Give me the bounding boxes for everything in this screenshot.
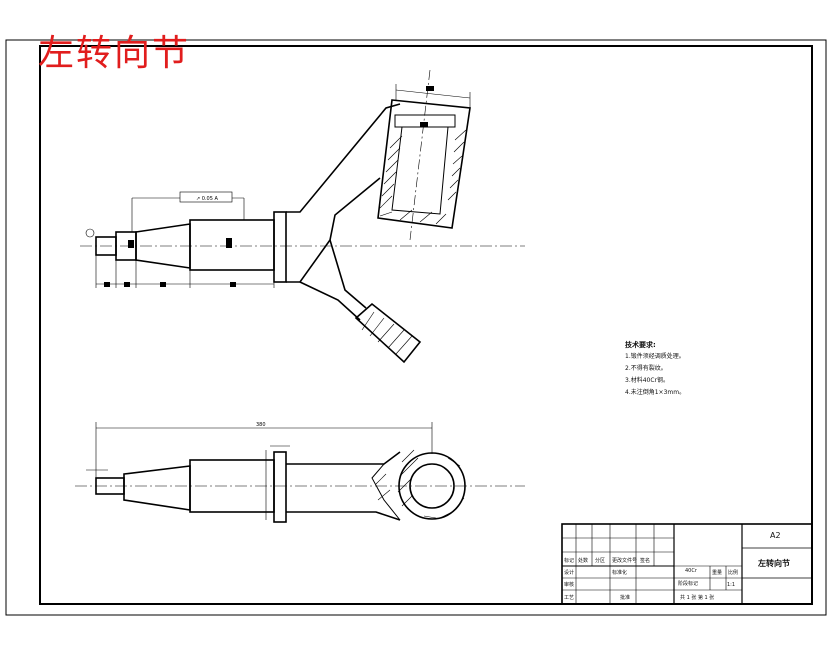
taper-callout: ↗ 0.05 A (196, 196, 219, 202)
technical-requirements: 技术要求: 1.锻件须经调质处理。 2.不得有裂纹。 3.材料40Cr钢。 4.… (625, 339, 685, 399)
notes-heading: 技术要求: (625, 341, 656, 349)
dim-text-front (104, 86, 434, 287)
tb-cell: 标记 (564, 558, 575, 564)
tb-cell: 设计 (564, 570, 575, 576)
drawing-title-overlay: 左转向节 (38, 33, 191, 74)
tb-cell: 更改文件号 (612, 558, 638, 564)
tb-cell: 标准化 (612, 570, 628, 576)
tb-cell: 签名 (640, 558, 651, 564)
overall-length-dim: 380 (256, 422, 266, 428)
tb-cell: 分区 (595, 558, 606, 564)
sheet-size: A2 (770, 531, 781, 540)
hatching-upper (379, 129, 467, 225)
plan-view (75, 451, 525, 523)
sheet-info: 共 1 张 第 1 张 (680, 595, 715, 601)
part-name: 左转向节 (758, 559, 790, 568)
dimensions-front (85, 69, 471, 288)
tb-cell: 审核 (564, 582, 575, 588)
note-item: 2.不得有裂纹。 (625, 365, 667, 372)
note-item: 3.材料40Cr钢。 (625, 377, 670, 384)
inner-frame (39, 45, 813, 605)
tb-cell: 处数 (578, 558, 589, 564)
outer-border (5, 39, 827, 616)
scale-value: 1:1 (727, 582, 736, 588)
tb-cell: 阶段标记 (678, 581, 699, 587)
note-item: 1.锻件须经调质处理。 (625, 353, 685, 360)
title-block (561, 523, 813, 605)
hatching-lower (361, 311, 413, 355)
front-view (80, 99, 525, 364)
tb-cell: 重量 (712, 570, 723, 576)
tb-cell: 比例 (728, 570, 739, 576)
dimensions-plan (86, 422, 433, 520)
note-item: 4.未注倒角1×3mm。 (625, 389, 686, 396)
tb-cell: 批准 (620, 595, 631, 601)
material-value: 40Cr (685, 568, 697, 574)
hatching-plan (375, 449, 465, 519)
tb-cell: 工艺 (564, 595, 575, 601)
